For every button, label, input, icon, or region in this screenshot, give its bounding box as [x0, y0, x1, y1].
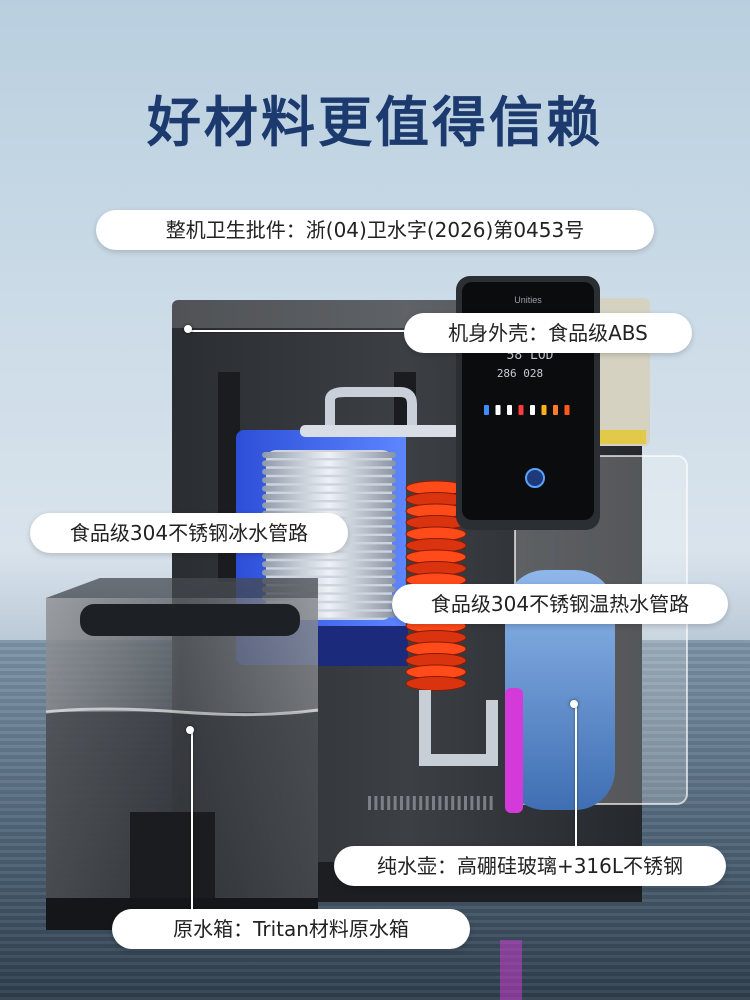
- label-cold-pipe: 食品级304不锈钢冰水管路: [30, 513, 348, 553]
- shell-leader-dot: [184, 325, 192, 333]
- label-hot-pipe: 食品级304不锈钢温热水管路: [392, 584, 728, 624]
- label-raw-tank: 原水箱：Tritan材料原水箱: [112, 909, 470, 949]
- panel-readout-2: 286 028: [497, 367, 543, 380]
- shell-leader: [190, 330, 410, 332]
- panel-icons-row: [484, 405, 570, 415]
- vent-grille: [368, 796, 493, 810]
- raw-tank-leader-dot: [186, 726, 194, 734]
- hot-coil: [405, 480, 467, 691]
- pure-tank-leader-dot: [570, 700, 578, 708]
- raw-tank-leader: [191, 733, 193, 913]
- license-badge: 整机卫生批件：浙(04)卫水字(2026)第0453号: [96, 210, 654, 250]
- label-pure-tank: 纯水壶：高硼硅玻璃+316L不锈钢: [334, 846, 726, 886]
- pure-water: [505, 570, 615, 810]
- label-shell: 机身外壳：食品级ABS: [404, 313, 692, 353]
- pure-tank-leader: [575, 706, 577, 852]
- raw-water-tank: [45, 578, 319, 930]
- magenta-pipe: [505, 688, 523, 813]
- panel-brand: Unities: [514, 295, 542, 305]
- page-title: 好材料更值得信赖: [147, 91, 603, 154]
